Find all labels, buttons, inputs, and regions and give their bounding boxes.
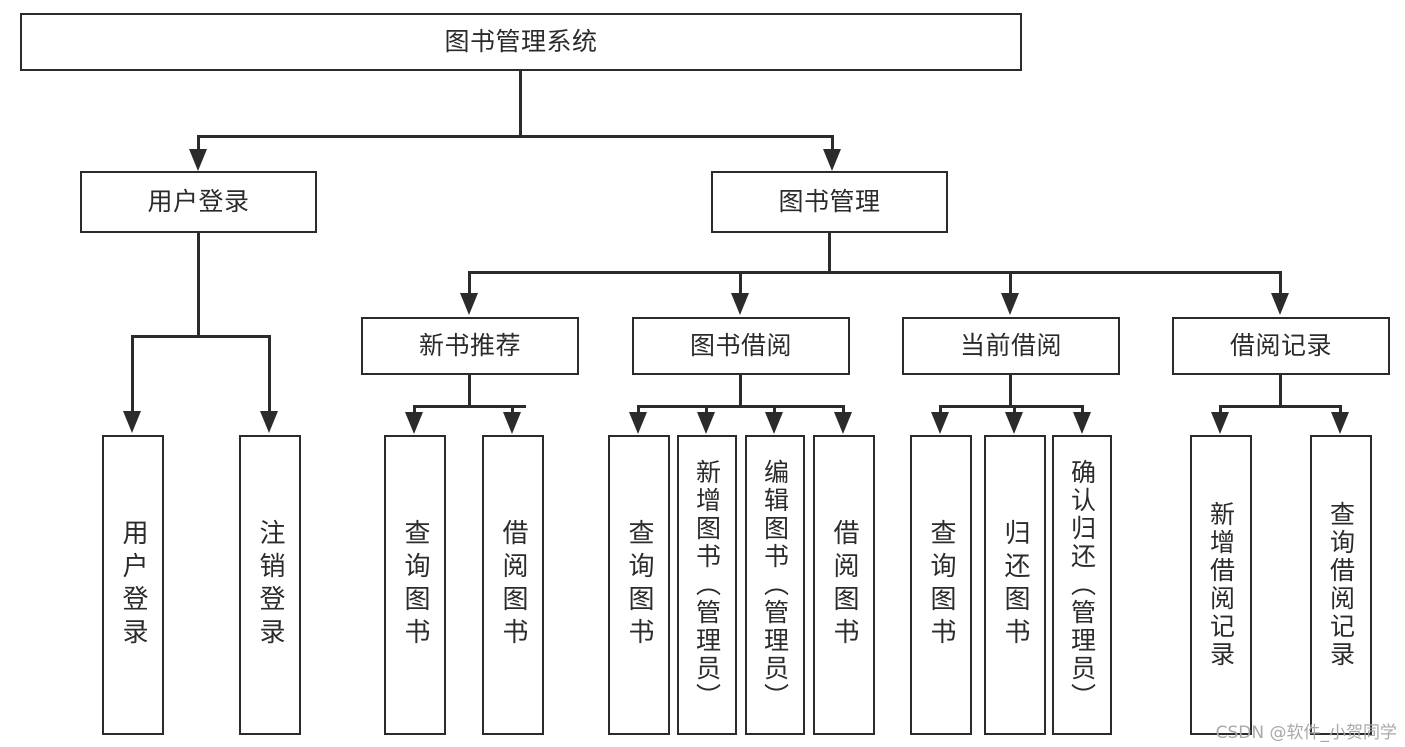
connector-borrow-record-drop-1 [1219,405,1222,415]
connector-book-management-stem [828,233,831,273]
connector-new-book-stem [468,375,471,407]
leaf-edit-book[interactable]: 编辑图书（管理员） [745,435,805,735]
connector-user-login-stem [197,233,200,337]
connector-root-stem [519,71,522,137]
node-book-management[interactable]: 图书管理 [711,171,948,233]
node-label: 编辑图书（管理员） [760,459,790,711]
node-label: 新书推荐 [418,330,521,360]
connector-to-current-borrow [1009,271,1012,295]
arrow-leaf-user-login [123,411,141,433]
connector-current-borrow-drop-2 [1013,405,1016,415]
node-label: 借阅图书 [498,519,528,651]
connector-current-borrow-drop-3 [1081,405,1084,415]
node-label: 查询图书 [400,519,430,651]
leaf-add-record[interactable]: 新增借阅记录 [1190,435,1252,735]
leaf-query-record[interactable]: 查询借阅记录 [1310,435,1372,735]
leaf-query-book-1[interactable]: 查询图书 [384,435,446,735]
leaf-add-book[interactable]: 新增图书（管理员） [677,435,737,735]
connector-level1-bus [197,135,833,138]
leaf-query-book-2[interactable]: 查询图书 [608,435,670,735]
arrow-to-user-login [189,149,207,171]
connector-book-borrow-stem [739,375,742,407]
connector-level2-bus [468,271,1282,274]
node-label: 归还图书 [1000,519,1030,651]
connector-to-borrow-record [1279,271,1282,295]
arrow-to-current-borrow [1001,293,1019,315]
connector-user-login-bus [131,335,270,338]
connector-to-book-management [831,135,834,153]
node-book-borrow[interactable]: 图书借阅 [632,317,850,375]
connector-borrow-record-drop-2 [1339,405,1342,415]
node-label: 当前借阅 [959,330,1062,360]
arrow-leaf-confirm-return [1073,412,1091,434]
node-current-borrow[interactable]: 当前借阅 [902,317,1120,375]
arrow-leaf-add-record [1211,412,1229,434]
arrow-to-new-book-recommend [460,293,478,315]
connector-book-borrow-bus [637,405,843,408]
node-label: 注销登录 [255,519,285,651]
leaf-borrow-book-2[interactable]: 借阅图书 [813,435,875,735]
node-borrow-record[interactable]: 借阅记录 [1172,317,1390,375]
node-label: 用户登录 [147,186,250,216]
connector-new-book-bus [413,405,526,408]
connector-to-new-book-recommend [468,271,471,295]
connector-to-book-borrow [739,271,742,295]
connector-current-borrow-drop-1 [939,405,942,415]
arrow-leaf-query-record [1331,412,1349,434]
node-label: 借阅图书 [829,519,859,651]
connector-current-borrow-bus [939,405,1084,408]
arrow-leaf-query-book-1 [405,412,423,434]
leaf-confirm-return[interactable]: 确认归还（管理员） [1052,435,1112,735]
connector-user-login-drop-2 [268,335,271,413]
arrow-leaf-return-book [1005,412,1023,434]
arrow-leaf-edit-book [765,412,783,434]
arrow-to-book-borrow [731,293,749,315]
node-new-book-recommend[interactable]: 新书推荐 [361,317,579,375]
arrow-leaf-query-book-2 [629,412,647,434]
arrow-to-borrow-record [1271,293,1289,315]
connector-new-book-drop-1 [413,405,416,415]
arrow-leaf-logout [260,411,278,433]
arrow-leaf-add-book [697,412,715,434]
connector-user-login-drop-1 [131,335,134,413]
connector-new-book-drop-2 [511,405,514,415]
leaf-query-book-3[interactable]: 查询图书 [910,435,972,735]
arrow-leaf-query-book-3 [931,412,949,434]
node-user-login[interactable]: 用户登录 [80,171,317,233]
leaf-borrow-book-1[interactable]: 借阅图书 [482,435,544,735]
node-label: 借阅记录 [1229,330,1332,360]
leaf-user-login[interactable]: 用户登录 [102,435,164,735]
node-label: 查询图书 [926,519,956,651]
node-label: 查询图书 [624,519,654,651]
connector-book-borrow-drop-1 [637,405,640,415]
node-label: 查询借阅记录 [1326,501,1356,669]
node-label: 新增借阅记录 [1206,501,1236,669]
node-label: 确认归还（管理员） [1067,459,1097,711]
connector-book-borrow-drop-4 [842,405,845,415]
node-label: 图书管理系统 [444,26,598,56]
node-label: 新增图书（管理员） [692,459,722,711]
watermark-text: CSDN @软件_小贺同学 [1215,723,1397,743]
leaf-logout[interactable]: 注销登录 [239,435,301,735]
node-label: 图书借阅 [689,330,792,360]
connector-borrow-record-stem [1279,375,1282,407]
node-root-system[interactable]: 图书管理系统 [20,13,1022,71]
node-label: 用户登录 [118,519,148,651]
connector-book-borrow-drop-3 [773,405,776,415]
leaf-return-book[interactable]: 归还图书 [984,435,1046,735]
arrow-to-book-management [823,149,841,171]
connector-book-borrow-drop-2 [705,405,708,415]
connector-borrow-record-bus [1219,405,1342,408]
arrow-leaf-borrow-book-1 [503,412,521,434]
connector-to-user-login [197,135,200,153]
arrow-leaf-borrow-book-2 [834,412,852,434]
connector-current-borrow-stem [1009,375,1012,407]
node-label: 图书管理 [778,186,881,216]
